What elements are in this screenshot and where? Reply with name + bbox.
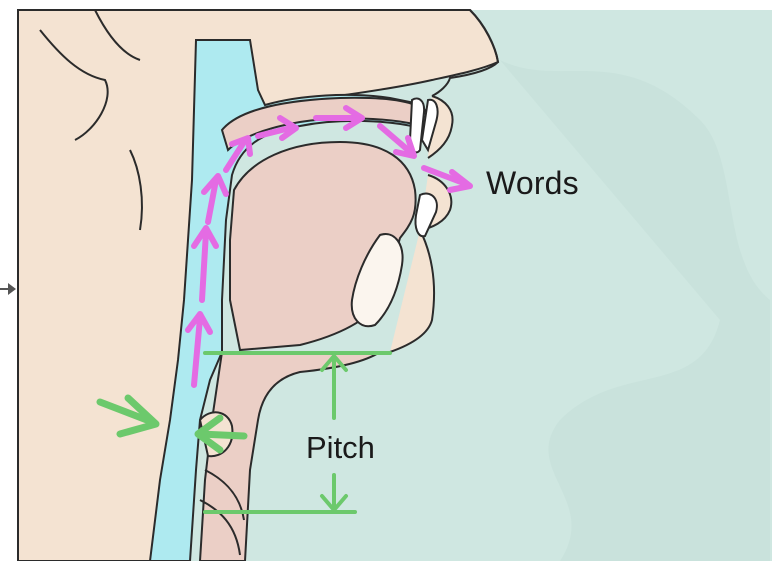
words-label: Words <box>486 165 579 202</box>
pitch-label: Pitch <box>306 430 375 466</box>
